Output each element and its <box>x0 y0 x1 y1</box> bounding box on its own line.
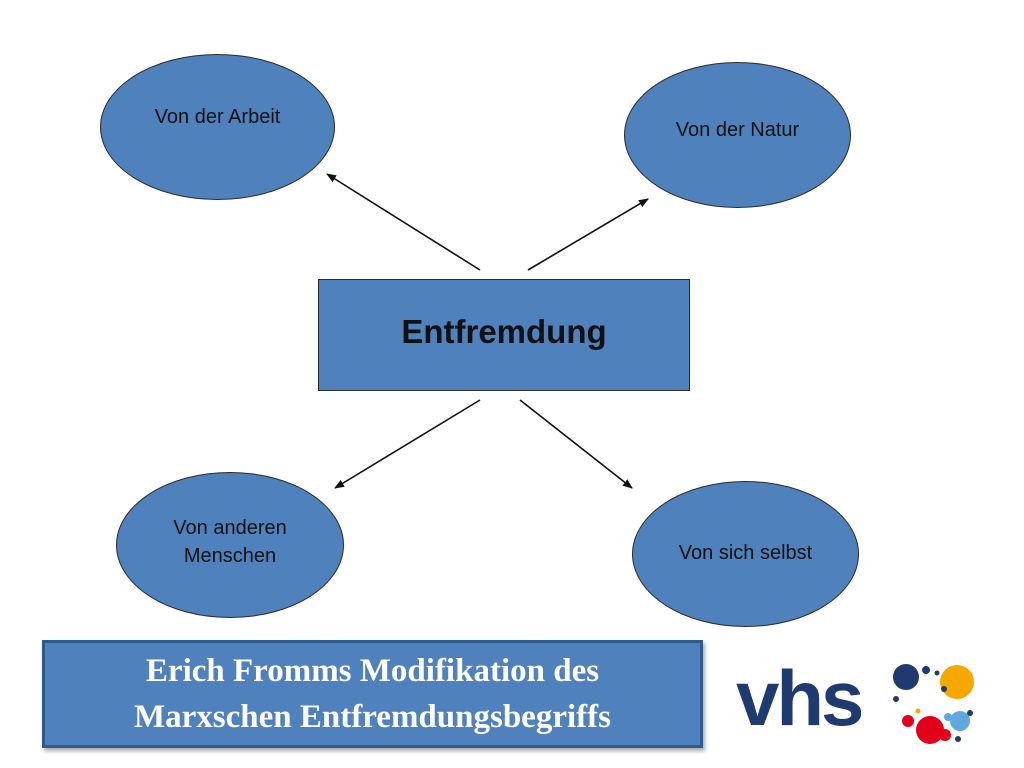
arrow-to-selbst <box>519 399 633 489</box>
center-node-entfremdung: Entfremdung <box>318 279 690 391</box>
node-label: Von der Natur <box>675 119 800 141</box>
logo-dots-icon <box>893 664 974 744</box>
center-node-label: Entfremdung <box>401 313 607 350</box>
node-label: Von der Arbeit <box>154 106 281 128</box>
logo-wordmark: vhs <box>736 654 864 742</box>
arrow-to-arbeit <box>326 173 481 271</box>
slide-title: Erich Fromms Modifikation des Marxschen … <box>42 640 703 748</box>
vhs-logo: vhs <box>730 655 990 755</box>
node-von-anderen-menschen: Von anderen Menschen <box>116 472 344 618</box>
node-von-sich-selbst: Von sich selbst <box>632 481 859 627</box>
arrow-to-menschen <box>334 399 481 489</box>
title-line-2: Marxschen Entfremdungsbegriffs <box>134 699 611 735</box>
node-label: Von anderen Menschen <box>173 517 287 567</box>
title-line-1: Erich Fromms Modifikation des <box>145 652 600 689</box>
arrow-to-natur <box>527 198 649 271</box>
node-von-der-natur: Von der Natur <box>624 62 851 208</box>
node-label: Von sich selbst <box>678 542 813 564</box>
node-von-der-arbeit: Von der Arbeit <box>100 54 335 200</box>
